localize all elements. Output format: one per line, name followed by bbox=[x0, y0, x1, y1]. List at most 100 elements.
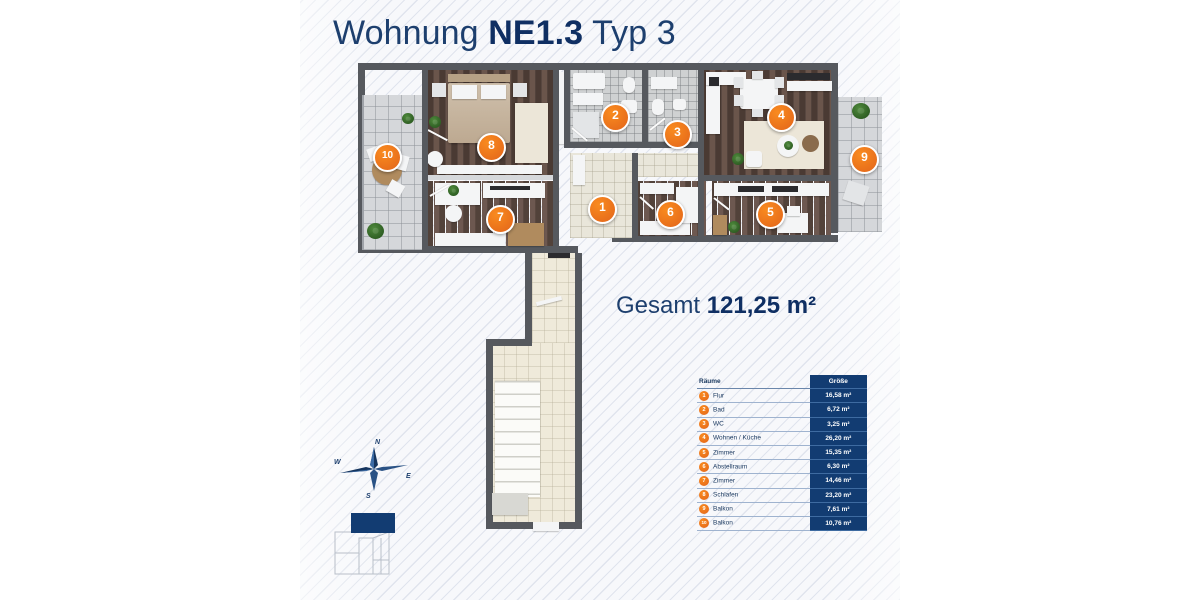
desk-chair-8 bbox=[427, 151, 443, 167]
plant-8 bbox=[429, 116, 441, 128]
wall-bottom-right bbox=[612, 235, 838, 242]
row-room-label: Abstellraum bbox=[713, 463, 748, 471]
chair-5 bbox=[787, 206, 800, 216]
stair-wall-left-mid bbox=[486, 339, 532, 346]
row-room-label: WC bbox=[713, 420, 724, 428]
armchair-4 bbox=[746, 151, 762, 167]
compass-rose: N W E S bbox=[334, 439, 414, 511]
row-size-value: 23,20 m² bbox=[809, 488, 867, 503]
row-room-label: Zimmer bbox=[713, 477, 736, 485]
marker-4[interactable]: 4 bbox=[767, 103, 796, 132]
title-unit: NE1.3 bbox=[488, 14, 584, 52]
wall-balcony-div bbox=[422, 70, 428, 246]
headboard-8 bbox=[448, 74, 510, 82]
wall-bath-bottom bbox=[570, 142, 698, 148]
building-locator bbox=[333, 508, 415, 580]
title-prefix: Wohnung bbox=[333, 14, 489, 52]
entry-door bbox=[533, 522, 559, 531]
shelf-7 bbox=[435, 233, 505, 246]
row-number-badge: 5 bbox=[699, 447, 709, 458]
total-value: 121,25 m² bbox=[706, 292, 817, 319]
hall-console-1 bbox=[573, 155, 585, 185]
row-size-value: 7,61 m² bbox=[809, 502, 867, 517]
compass-south-label: S bbox=[366, 493, 371, 500]
tv-console-4 bbox=[787, 81, 832, 91]
stair-landing bbox=[492, 493, 528, 515]
stair-wall-left-top bbox=[525, 253, 532, 345]
row-room-label: Balkon bbox=[713, 505, 733, 513]
dining-chair-4b bbox=[734, 95, 743, 106]
row-size-value: 26,20 m² bbox=[809, 431, 867, 446]
floor-plan: 10 8 7 bbox=[340, 55, 900, 535]
desk-5 bbox=[778, 213, 808, 233]
row-room-label: Bad bbox=[713, 406, 725, 414]
dining-chair-4c bbox=[775, 77, 784, 88]
monitor-7 bbox=[490, 186, 530, 190]
marker-10[interactable]: 10 bbox=[373, 143, 402, 172]
wall-4-5 bbox=[704, 175, 834, 181]
table-header-row: Räume Größe bbox=[697, 375, 867, 390]
row-number-badge: 7 bbox=[699, 475, 709, 486]
marker-8[interactable]: 8 bbox=[477, 133, 506, 162]
wall-2-3 bbox=[642, 70, 648, 142]
pouf-4 bbox=[802, 135, 819, 152]
marker-6[interactable]: 6 bbox=[656, 200, 685, 229]
balcony-plant-10b bbox=[402, 113, 414, 124]
wall-6-left bbox=[632, 153, 638, 238]
storage-shelf-6a bbox=[640, 183, 674, 194]
dining-chair-4d bbox=[775, 95, 784, 106]
living-plant-4 bbox=[732, 153, 744, 165]
table-row[interactable]: 9 Balkon 7,61 m² bbox=[697, 502, 867, 517]
row-size-value: 15,35 m² bbox=[809, 445, 867, 461]
row-number-badge: 6 bbox=[699, 461, 709, 472]
plant-5 bbox=[728, 221, 740, 233]
vanity-2 bbox=[573, 93, 603, 105]
wall-4-left bbox=[698, 70, 704, 238]
plant-7 bbox=[448, 185, 459, 196]
col-header-size: Größe bbox=[809, 375, 867, 390]
marker-2[interactable]: 2 bbox=[601, 103, 630, 132]
tv-4 bbox=[787, 73, 830, 80]
page-title: Wohnung NE1.3 Typ 3 bbox=[333, 14, 676, 53]
kitchen-counter-4 bbox=[706, 72, 720, 134]
total-area: Gesamt 121,25 m² bbox=[616, 292, 816, 320]
table-row[interactable]: 5 Zimmer 15,35 m² bbox=[697, 445, 867, 461]
marker-3[interactable]: 3 bbox=[663, 120, 692, 149]
row-number-badge: 3 bbox=[699, 419, 709, 430]
wall-bath-left bbox=[564, 70, 570, 148]
row-size-value: 16,58 m² bbox=[809, 388, 867, 404]
marker-1[interactable]: 1 bbox=[588, 195, 617, 224]
marker-5[interactable]: 5 bbox=[756, 200, 785, 229]
tv-5b bbox=[772, 186, 798, 192]
compass-north-label: N bbox=[375, 439, 381, 446]
cooktop-4 bbox=[709, 77, 719, 86]
stair-wall-left-low bbox=[486, 339, 493, 529]
row-size-value: 6,72 m² bbox=[809, 402, 867, 418]
dining-chair-4e bbox=[752, 71, 763, 79]
row-room-label: Zimmer bbox=[713, 449, 736, 457]
wall-bottom-left bbox=[358, 246, 578, 253]
row-number-badge: 9 bbox=[699, 504, 709, 515]
row-size-value: 10,76 m² bbox=[809, 516, 867, 532]
room-flur-1b bbox=[632, 153, 704, 177]
marker-9[interactable]: 9 bbox=[850, 145, 879, 174]
balcony-plant-10 bbox=[367, 223, 384, 239]
dining-chair-4a bbox=[734, 77, 743, 88]
row-number-badge: 1 bbox=[699, 390, 709, 401]
row-room-label: Balkon bbox=[713, 519, 733, 527]
wall-8-7 bbox=[428, 175, 553, 180]
dining-chair-4f bbox=[752, 109, 763, 117]
pillow-8b bbox=[481, 85, 506, 99]
marker-7[interactable]: 7 bbox=[486, 205, 515, 234]
staircase bbox=[495, 381, 540, 497]
